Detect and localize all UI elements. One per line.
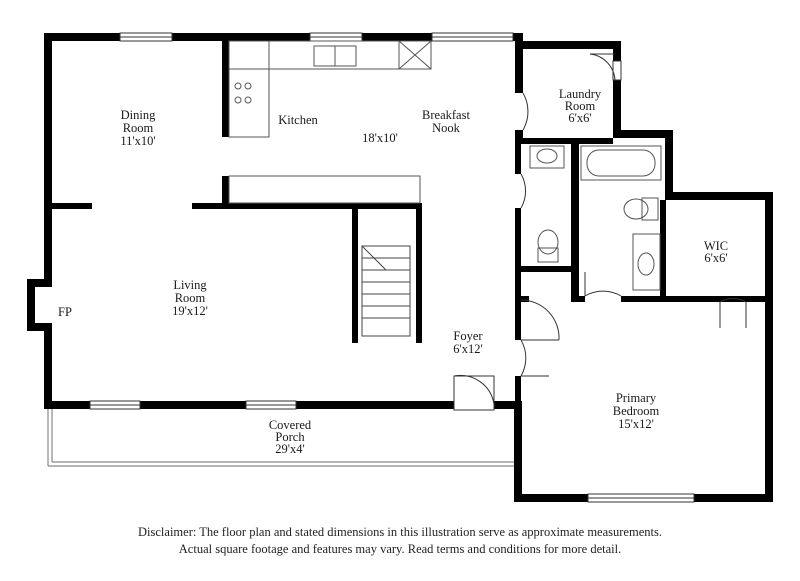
- porch-label: Covered: [269, 418, 312, 432]
- laundry-room-label-2: Room: [565, 99, 596, 113]
- disclaimer-line-2: Actual square footage and features may v…: [178, 542, 622, 556]
- room-labels: Dining Room 11'x10' Kitchen 18'x10' Brea…: [58, 87, 728, 456]
- wic-label: WIC: [704, 239, 728, 253]
- disclaimer-line-1: Disclaimer: The floor plan and stated di…: [138, 525, 662, 539]
- fireplace-label: FP: [58, 305, 72, 319]
- interior-walls: [52, 41, 771, 406]
- stairs: [361, 245, 411, 337]
- primary-bedroom-label-2: Bedroom: [613, 404, 660, 418]
- living-room-label-2: Room: [175, 291, 206, 305]
- dining-room-size: 11'x10': [120, 134, 155, 148]
- laundry-room-size: 6'x6': [568, 111, 591, 125]
- porch-label-2: Porch: [275, 430, 305, 444]
- bath-fixtures: [529, 145, 662, 291]
- laundry-room-label: Laundry: [559, 87, 602, 101]
- living-room-label: Living: [173, 278, 207, 292]
- porch: [47, 409, 514, 467]
- primary-bedroom-label: Primary: [616, 391, 657, 405]
- primary-bedroom-size: 15'x12': [618, 417, 654, 431]
- disclaimer: Disclaimer: The floor plan and stated di…: [0, 524, 800, 558]
- exterior-walls: [27, 33, 773, 502]
- dining-room-label-2: Room: [123, 121, 154, 135]
- kitchen-fixtures: [228, 40, 432, 204]
- breakfast-nook-label: Breakfast: [422, 108, 470, 122]
- living-room-size: 19'x12': [172, 304, 208, 318]
- foyer-size: 6'x12': [453, 342, 483, 356]
- dining-room-label: Dining: [121, 108, 156, 122]
- floor-plan: Dining Room 11'x10' Kitchen 18'x10' Brea…: [27, 32, 773, 503]
- kitchen-label: Kitchen: [278, 113, 318, 127]
- wic-size: 6'x6': [704, 251, 727, 265]
- windows: [89, 32, 695, 503]
- kitchen-size: 18'x10': [362, 131, 398, 145]
- doors: [453, 53, 747, 411]
- porch-size: 29'x4': [275, 442, 305, 456]
- breakfast-nook-label-2: Nook: [432, 121, 461, 135]
- foyer-label: Foyer: [453, 329, 483, 343]
